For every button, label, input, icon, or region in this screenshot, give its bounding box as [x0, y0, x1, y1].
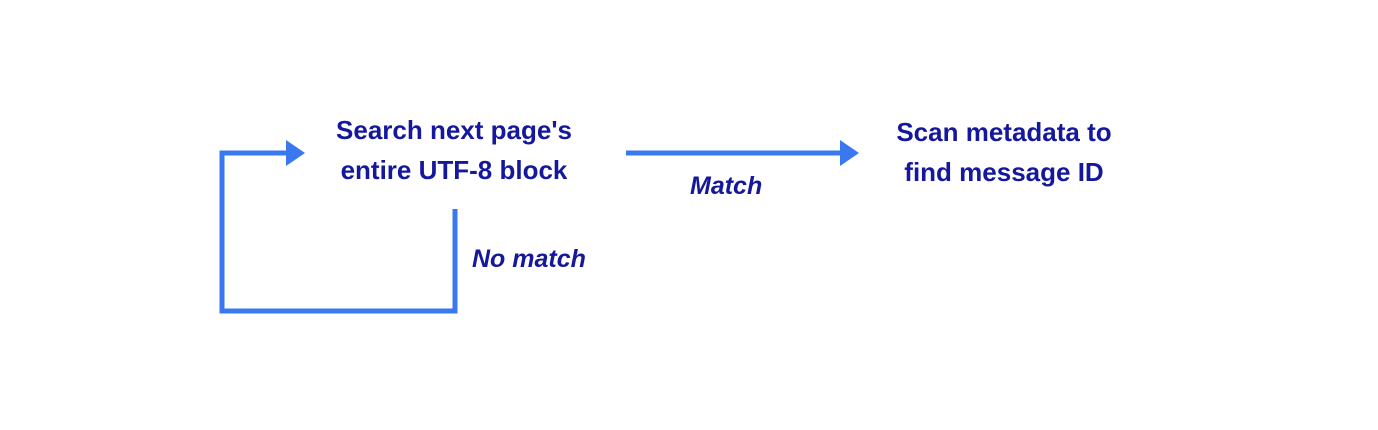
search-node-line-1: Search next page's: [336, 115, 572, 145]
scan-node-line-2: find message ID: [904, 157, 1104, 187]
match-label: Match: [690, 172, 763, 200]
scan-metadata-node: Scan metadata to find message ID: [868, 112, 1140, 192]
scan-node-line-1: Scan metadata to: [896, 117, 1112, 147]
no-match-arrowhead: [286, 140, 305, 166]
match-arrowhead: [840, 140, 859, 166]
search-node-line-2: entire UTF-8 block: [340, 155, 568, 185]
no-match-label: No match: [472, 245, 586, 273]
no-match-loop-arrow: [219, 150, 458, 314]
search-page-node: Search next page's entire UTF-8 block: [318, 110, 590, 190]
